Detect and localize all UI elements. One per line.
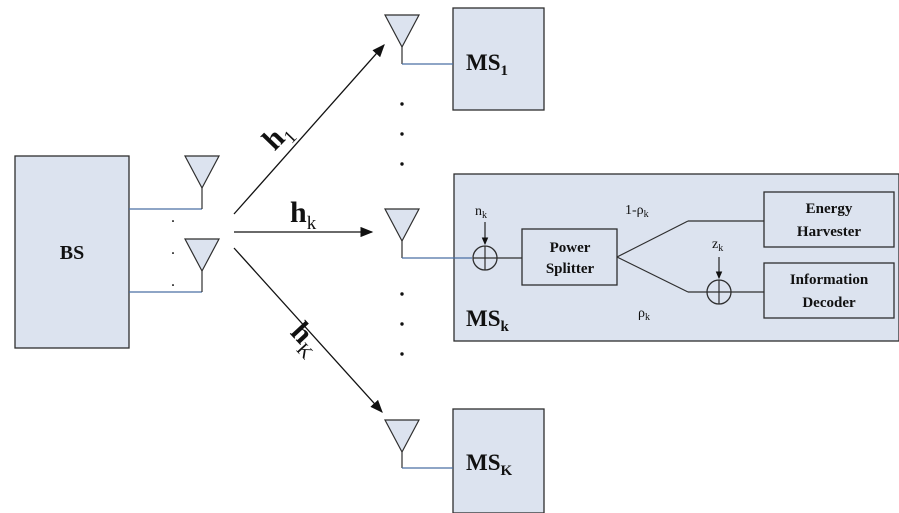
ms1-antenna-icon — [384, 14, 420, 49]
bs-antenna-1-icon — [184, 155, 220, 190]
noise-zk-label: zk — [712, 237, 723, 254]
branch-upper — [616, 220, 689, 258]
energy-harvester-line1: Energy — [806, 201, 853, 217]
dot-upper-3 — [400, 162, 404, 166]
noise-nk-label: nk — [475, 204, 487, 221]
ms1-label: MS1 — [466, 50, 508, 79]
bs-box — [14, 155, 130, 349]
energy-harvester-box — [763, 191, 895, 248]
power-splitter-box — [521, 228, 618, 286]
power-splitter-line2: Splitter — [546, 261, 595, 277]
information-decoder-box — [763, 262, 895, 319]
dot-lower-3 — [400, 352, 404, 356]
bs-label: BS — [60, 242, 84, 264]
hK-label: hK — [281, 315, 330, 363]
dot-lower-2 — [400, 322, 404, 326]
msk-label: MSk — [466, 306, 510, 335]
bs-dot-2: . — [171, 241, 175, 258]
energy-harvester-line2: Harvester — [797, 224, 861, 240]
power-splitter-line1: Power — [550, 240, 591, 256]
branch-lower — [616, 256, 689, 293]
bs-antenna-2-icon — [184, 238, 220, 273]
h1-label: h1 — [256, 115, 302, 160]
dot-lower-1 — [400, 292, 404, 296]
msK-antenna-icon — [384, 419, 420, 454]
ms1-box — [452, 7, 545, 111]
bs-dot-1: . — [171, 209, 175, 226]
hk-label: hk — [290, 196, 317, 234]
information-decoder-line1: Information — [790, 272, 869, 288]
dot-upper-1 — [400, 102, 404, 106]
split-lower-label: ρk — [638, 306, 650, 323]
arrow-h1 — [233, 44, 385, 215]
arrow-hK — [233, 247, 383, 413]
split-upper-label: 1-ρk — [625, 203, 649, 220]
msk-antenna-icon — [384, 208, 420, 243]
bs-dot-3: . — [171, 273, 175, 290]
msK-box — [452, 408, 545, 513]
information-decoder-line2: Decoder — [802, 295, 856, 311]
msK-label: MSK — [466, 450, 513, 479]
dot-upper-2 — [400, 132, 404, 136]
